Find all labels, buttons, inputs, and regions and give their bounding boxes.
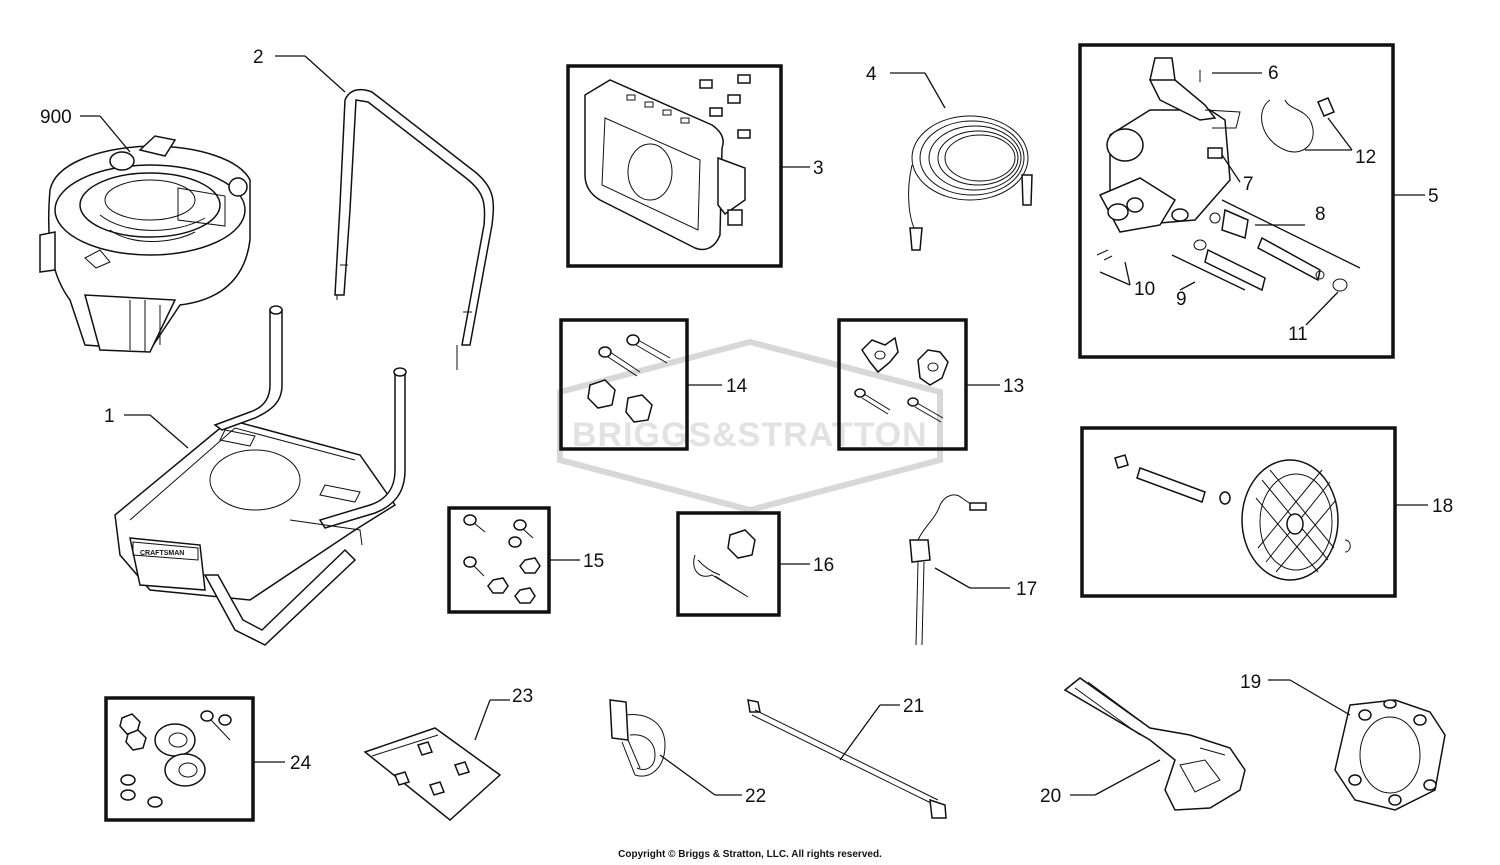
part-24-box	[104, 696, 255, 822]
part-21-lance[interactable]	[747, 699, 947, 819]
part-23-nozzle-kit[interactable]	[363, 727, 502, 821]
callout-13: 13	[1003, 376, 1024, 397]
callout-7: 7	[1243, 174, 1254, 195]
part-5-box	[1078, 43, 1395, 359]
callout-16: 16	[813, 555, 834, 576]
part-2-handle[interactable]	[334, 88, 495, 370]
part-13-knob-kit[interactable]	[854, 336, 949, 423]
callout-9: 9	[1176, 289, 1187, 310]
part-17-chemical-hose[interactable]	[909, 494, 987, 646]
callout-6: 6	[1268, 63, 1279, 84]
callout-12: 12	[1355, 147, 1376, 168]
callout-21: 21	[903, 696, 924, 717]
part-24-bearing-kit[interactable]	[119, 710, 232, 808]
callout-14: 14	[726, 376, 748, 397]
callout-8: 8	[1315, 204, 1326, 225]
part-15-hardware-kit[interactable]	[463, 514, 541, 604]
callout-23: 23	[512, 686, 533, 707]
frame-brand-label: CRAFTSMAN	[140, 550, 184, 557]
part-18-wheel-kit[interactable]	[1114, 454, 1351, 581]
part-5-pump-assembly[interactable]	[1096, 57, 1348, 292]
part-900-engine[interactable]	[39, 135, 251, 353]
part-3-box	[566, 64, 783, 268]
callout-1: 1	[104, 406, 115, 427]
callout-3: 3	[813, 158, 824, 179]
callout-22: 22	[745, 786, 766, 807]
callout-18: 18	[1432, 496, 1453, 517]
callout-24: 24	[290, 753, 312, 774]
copyright-notice: Copyright © Briggs & Stratton, LLC. All …	[618, 849, 882, 860]
part-4-hose[interactable]	[908, 115, 1033, 251]
callout-10: 10	[1134, 279, 1155, 300]
part-18-box	[1080, 426, 1397, 598]
callout-11: 11	[1288, 324, 1308, 345]
callout-20: 20	[1040, 786, 1061, 807]
watermark-shield-icon	[557, 338, 943, 514]
part-3-control-panel[interactable]	[584, 74, 751, 251]
callout-17: 17	[1016, 579, 1037, 600]
callout-5: 5	[1428, 186, 1439, 207]
part-16-pin-kit[interactable]	[693, 529, 756, 598]
part-19-hose-reel[interactable]	[1334, 699, 1446, 811]
part-20-spray-gun[interactable]	[1063, 677, 1246, 811]
callout-900: 900	[40, 107, 72, 128]
part-14-bolt-kit[interactable]	[587, 334, 671, 423]
part-22-holder-bracket[interactable]	[609, 699, 666, 777]
part-1-frame[interactable]: CRAFTSMAN	[114, 305, 407, 646]
callout-2: 2	[253, 47, 264, 68]
callout-4: 4	[866, 64, 877, 85]
callout-15: 15	[583, 551, 604, 572]
callout-19: 19	[1240, 672, 1261, 693]
